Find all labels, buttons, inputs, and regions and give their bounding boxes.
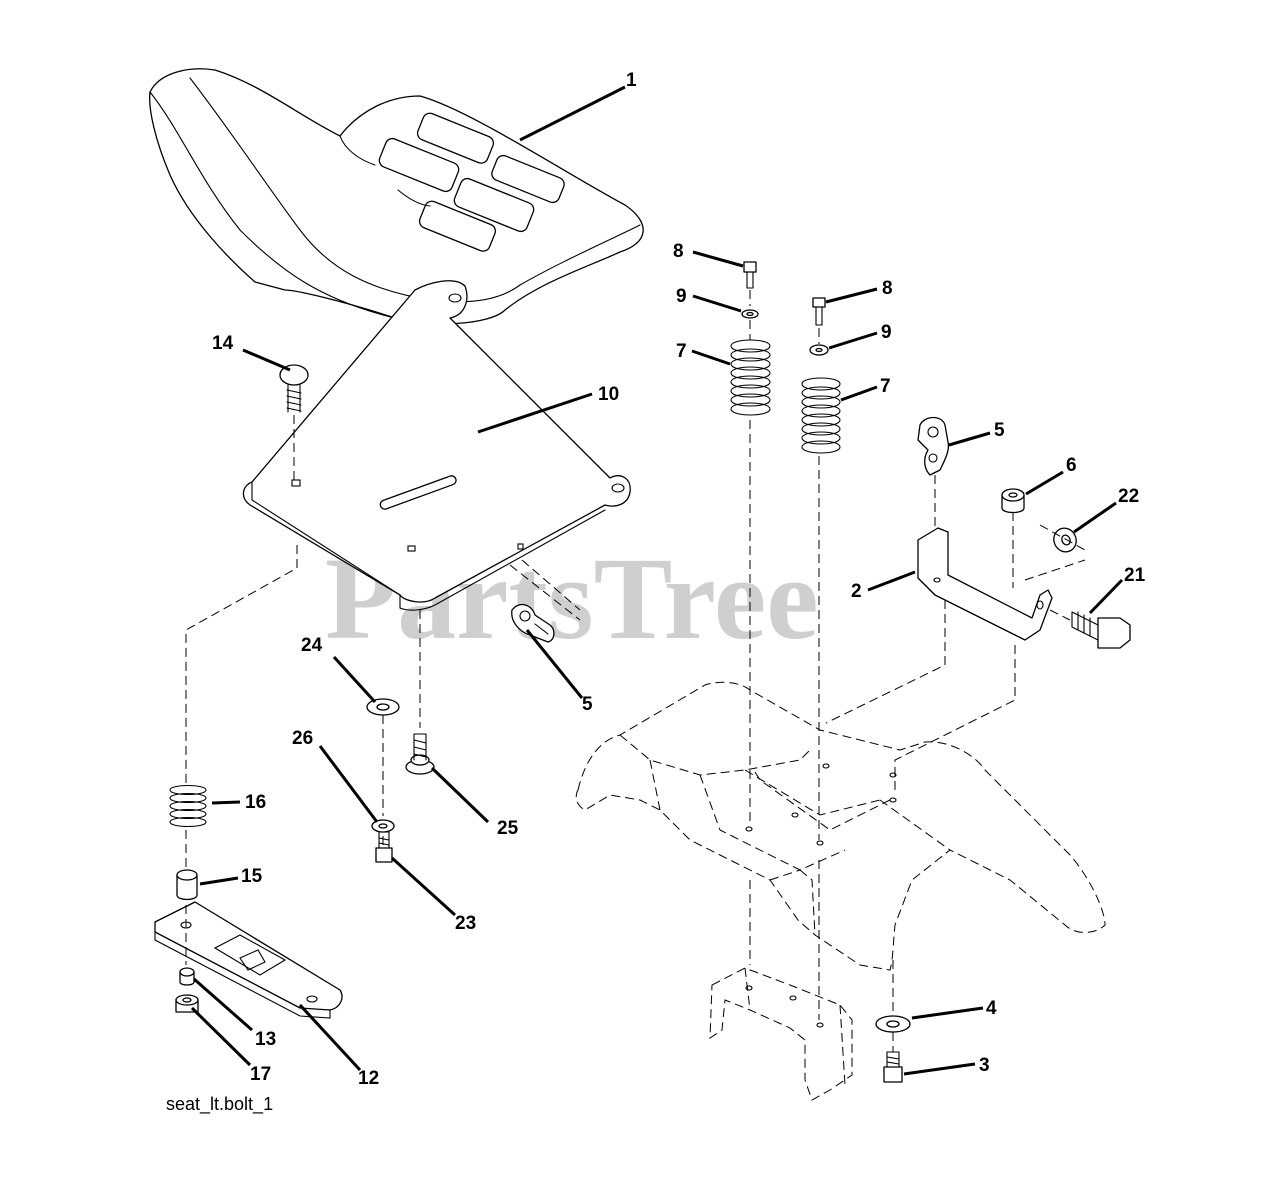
part-bracket-2[interactable] (917, 527, 1053, 641)
part-washer-9-left[interactable] (741, 309, 759, 319)
callout-23[interactable]: 23 (455, 913, 476, 934)
part-bolt-8-right[interactable] (812, 297, 826, 326)
callout-12[interactable]: 12 (358, 1068, 379, 1089)
part-bolt-8-left[interactable] (743, 261, 757, 289)
callout-16[interactable]: 16 (245, 792, 266, 813)
part-seat-pan[interactable] (242, 280, 631, 621)
part-spring-7-left[interactable] (730, 339, 771, 416)
callout-7-left[interactable]: 7 (676, 341, 687, 362)
part-clip-right[interactable] (917, 416, 950, 476)
callout-10[interactable]: 10 (598, 384, 619, 405)
callout-8-right[interactable]: 8 (882, 278, 893, 299)
part-bracket-plate[interactable] (154, 901, 343, 1019)
callout-24[interactable]: 24 (301, 635, 323, 656)
callout-25[interactable]: 25 (497, 818, 519, 839)
callout-21[interactable]: 21 (1124, 565, 1146, 586)
callout-5-right[interactable]: 5 (994, 420, 1005, 441)
part-washer-4[interactable] (875, 1015, 911, 1033)
callout-3[interactable]: 3 (979, 1055, 990, 1076)
part-washer-24[interactable] (366, 698, 400, 716)
part-bolt-3[interactable] (883, 1051, 903, 1083)
callout-13[interactable]: 13 (255, 1029, 276, 1050)
callout-5-left[interactable]: 5 (582, 694, 593, 715)
callout-17[interactable]: 17 (250, 1064, 271, 1085)
leader-lines (190, 85, 1124, 1076)
part-seat[interactable] (149, 68, 644, 325)
part-washer-9-right[interactable] (809, 344, 829, 356)
callout-22[interactable]: 22 (1118, 486, 1139, 507)
part-washer-26[interactable] (371, 819, 395, 833)
part-hex-bolt-23[interactable] (375, 831, 393, 863)
part-spacer[interactable] (176, 869, 198, 901)
callout-8-left[interactable]: 8 (673, 241, 684, 262)
callout-9-right[interactable]: 9 (881, 322, 892, 343)
callout-1[interactable]: 1 (626, 70, 637, 91)
part-washer-22[interactable] (1050, 524, 1080, 555)
part-spacer-13[interactable] (179, 967, 195, 986)
callout-4[interactable]: 4 (986, 998, 997, 1019)
callout-labels: 1 14 10 24 26 25 23 5 16 15 13 17 12 8 9… (212, 70, 1146, 1089)
callout-7-right[interactable]: 7 (880, 376, 891, 397)
callout-15[interactable]: 15 (241, 866, 263, 887)
tractor-frame (575, 681, 1106, 1101)
part-flange-bolt[interactable] (405, 733, 435, 775)
part-carriage-bolt[interactable] (279, 364, 309, 413)
part-clip-left[interactable] (511, 603, 555, 643)
callout-6[interactable]: 6 (1066, 455, 1077, 476)
callout-14[interactable]: 14 (212, 333, 234, 354)
part-spring-7-right[interactable] (801, 377, 841, 454)
callout-26[interactable]: 26 (292, 728, 313, 749)
callout-2[interactable]: 2 (851, 581, 862, 602)
part-spring-16[interactable] (169, 784, 207, 828)
diagram-id: seat_lt.bolt_1 (166, 1094, 273, 1115)
part-bolt-21[interactable] (1071, 611, 1131, 649)
callout-9-left[interactable]: 9 (676, 286, 687, 307)
part-nut-6[interactable] (1001, 488, 1025, 514)
